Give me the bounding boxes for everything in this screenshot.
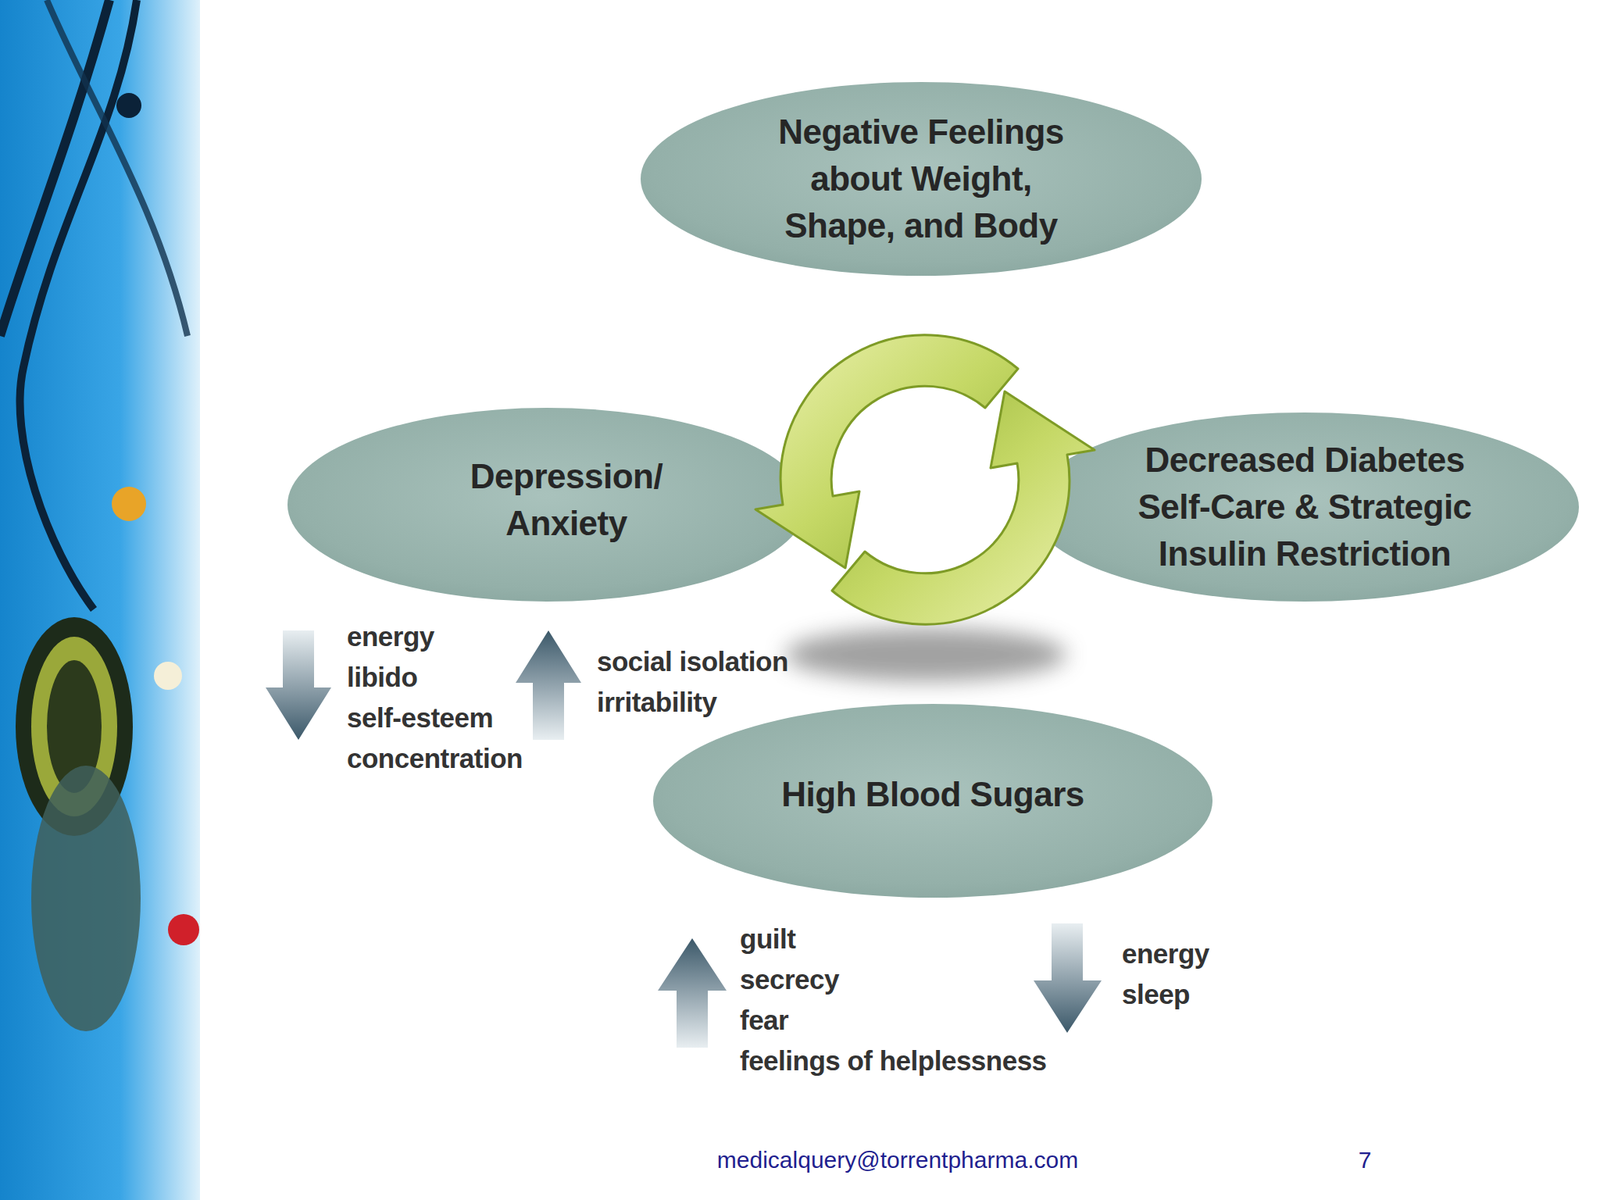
stethoscope-chestpiece <box>31 765 141 1032</box>
pill <box>167 914 200 946</box>
effect-label: feelings of helplessness <box>739 1043 1047 1079</box>
ellipse-shape <box>640 82 1202 276</box>
effect-label: sleep <box>1121 977 1190 1012</box>
node-label: Negative Feelings about Weight, Shape, a… <box>757 108 1086 250</box>
effect-label: irritability <box>596 685 717 720</box>
increase-arrow <box>657 938 727 1048</box>
ellipse-shape <box>653 703 1213 898</box>
cycle-arrow <box>832 391 1095 625</box>
ellipse-node: Decreased Diabetes Self-Care & Strategic… <box>1030 412 1579 602</box>
node-label: High Blood Sugars <box>714 771 1152 818</box>
effect-label: fear <box>739 1003 789 1038</box>
increase-arrow <box>515 630 582 740</box>
footer-text: medicalquery@torrentpharma.com <box>717 1142 1079 1178</box>
footer-text: 7 <box>1358 1142 1372 1178</box>
effect-label: secrecy <box>739 962 840 997</box>
decrease-arrow <box>265 630 332 740</box>
ellipse-node: Depression/ Anxiety <box>287 407 807 602</box>
stethoscope-tube <box>46 0 188 336</box>
node-text-group: Depression/ Anxiety <box>307 403 826 597</box>
pill <box>153 661 183 690</box>
ellipse-node: Negative Feelings about Weight, Shape, a… <box>640 82 1202 276</box>
node-text-group: High Blood Sugars <box>653 697 1213 892</box>
pill <box>111 486 147 522</box>
effect-label: guilt <box>739 921 796 957</box>
cycle-arrow <box>755 335 1018 568</box>
node-label: Decreased Diabetes Self-Care & Strategic… <box>1125 436 1485 578</box>
node-text-group: Negative Feelings about Weight, Shape, a… <box>640 82 1202 276</box>
effect-label: energy <box>346 619 435 654</box>
ellipse-node: High Blood Sugars <box>653 703 1213 898</box>
cycle-shadow <box>785 628 1067 682</box>
effect-label: social isolation <box>596 644 789 679</box>
effect-label: concentration <box>346 741 523 776</box>
effect-label: libido <box>346 660 418 695</box>
ellipse-shape <box>287 407 807 602</box>
stethoscope-tube <box>0 0 110 336</box>
side-band <box>0 0 200 1200</box>
effect-label: energy <box>1121 936 1210 972</box>
effect-label: self-esteem <box>346 700 493 736</box>
node-label: Depression/ Anxiety <box>449 453 684 547</box>
decrease-arrow <box>1033 923 1102 1033</box>
pill <box>116 92 142 118</box>
ellipse-shape <box>1030 412 1579 602</box>
node-text-group: Decreased Diabetes Self-Care & Strategic… <box>1030 412 1579 602</box>
